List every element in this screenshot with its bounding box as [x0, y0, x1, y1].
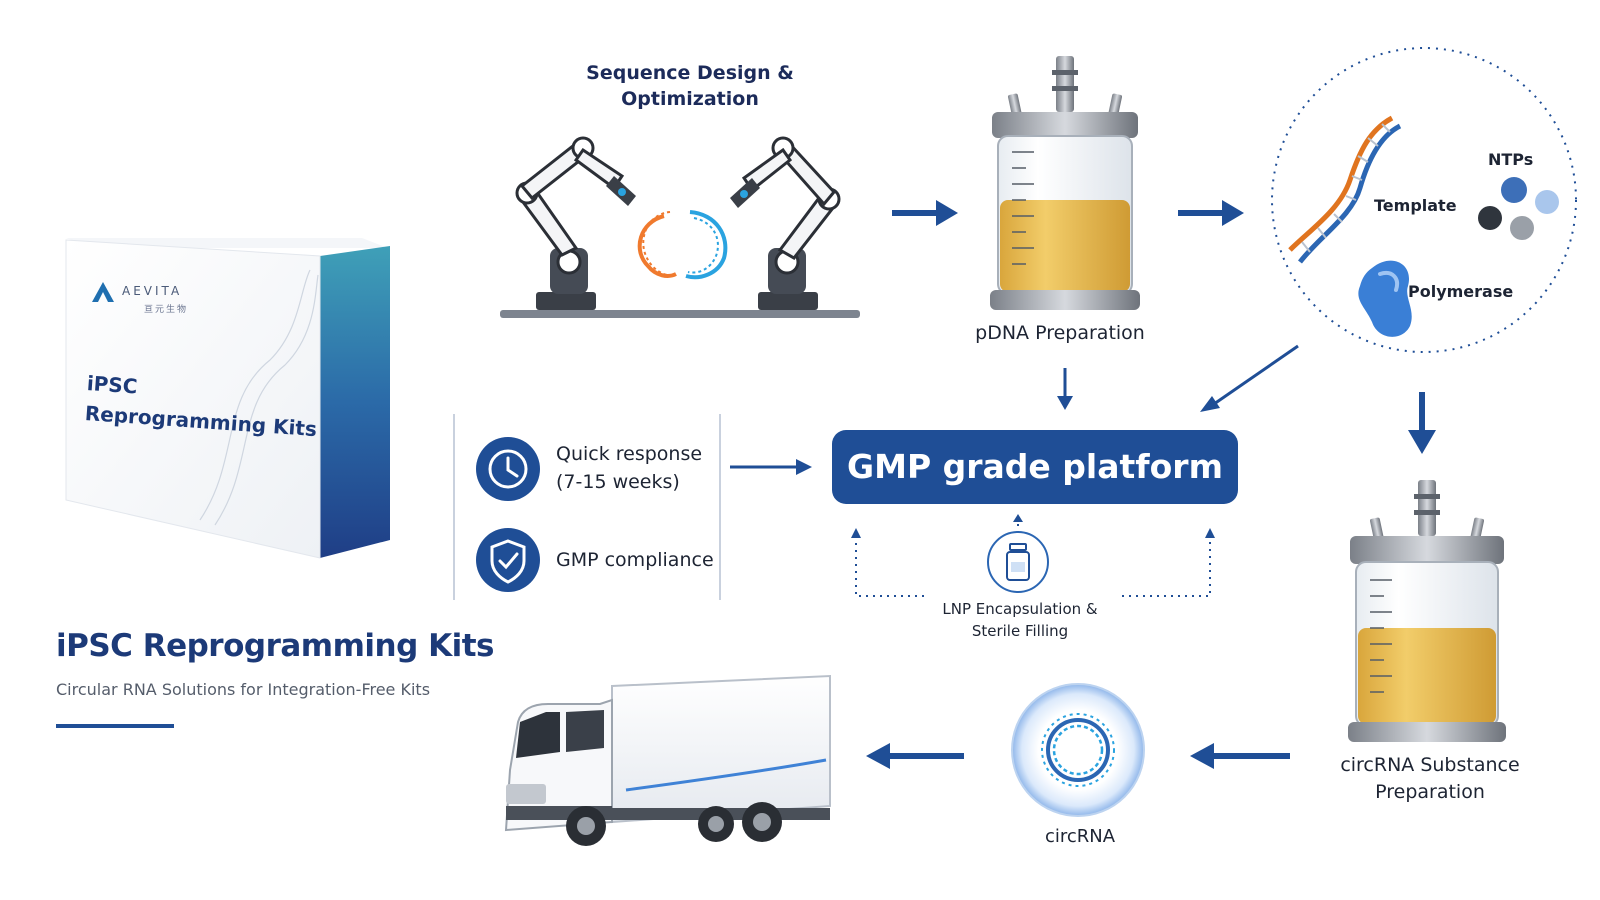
arrow-circrna-to-truck — [866, 743, 964, 769]
product-subtitle: Circular RNA Solutions for Integration-F… — [56, 680, 431, 699]
pdna-bioreactor — [990, 56, 1140, 310]
polymerase-label: Polymerase — [1408, 282, 1514, 301]
product-box — [65, 238, 390, 559]
circrna-bioreactor — [1348, 480, 1506, 742]
aevita-logo-icon — [92, 282, 114, 302]
circrna-label: circRNA — [1044, 826, 1116, 847]
lnp-feedback-loop — [855, 524, 1211, 597]
pdna-label: pDNA Preparation — [975, 322, 1145, 344]
arrow-reactor-to-circrna — [1190, 743, 1290, 769]
arrow-ivt-to-circrna — [1408, 392, 1436, 454]
shield-check-icon — [476, 528, 540, 592]
arrow-robot-to-pdna — [892, 200, 958, 226]
arrow-features-to-platform — [730, 459, 812, 475]
ntp-dot — [1501, 177, 1527, 203]
box-title-line1: iPSC — [86, 370, 139, 399]
box-brand-cn: 亘元生物 — [144, 304, 189, 314]
sequence-design-label: Sequence Design & Optimization — [586, 62, 794, 110]
arrow-pdna-to-ivt — [1178, 200, 1244, 226]
title-underline — [56, 724, 174, 728]
ntps-label: NTPs — [1488, 150, 1534, 169]
vial-icon — [987, 531, 1049, 593]
ntp-dot — [1535, 190, 1559, 214]
arrow-pdna-to-platform — [1057, 368, 1073, 410]
template-label: Template — [1374, 196, 1457, 215]
delivery-truck-icon — [504, 674, 831, 846]
clock-icon — [476, 437, 540, 501]
circrna-icon — [1011, 683, 1145, 817]
lnp-label: LNP Encapsulation & Sterile Filling — [942, 600, 1098, 640]
box-brand: AEVITA — [122, 284, 183, 298]
flow-arrows — [730, 200, 1436, 769]
ntp-dot — [1510, 216, 1534, 240]
feature-gmp-compliance: GMP compliance — [556, 549, 714, 571]
gmp-platform-box: GMP grade platform — [832, 430, 1238, 504]
ivt-components — [1271, 47, 1577, 353]
product-title: iPSC Reprogramming Kits — [56, 628, 495, 664]
arrow-ivt-to-platform — [1200, 344, 1299, 412]
feature-quick-response: Quick response (7-15 weeks) — [556, 443, 703, 493]
circrna-substance-label: circRNA Substance Preparation — [1340, 754, 1520, 803]
sequence-design-illustration — [500, 136, 860, 318]
ntp-dot — [1478, 206, 1502, 230]
